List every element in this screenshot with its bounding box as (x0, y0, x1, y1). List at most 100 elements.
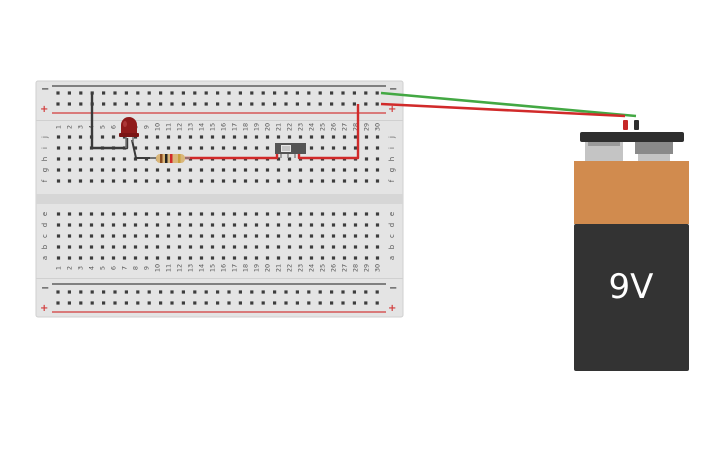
breadboard-hole[interactable] (254, 168, 259, 172)
breadboard-hole[interactable] (364, 212, 369, 216)
breadboard-hole[interactable] (375, 91, 379, 95)
breadboard-hole[interactable] (232, 179, 237, 183)
breadboard-hole[interactable] (254, 234, 259, 238)
breadboard-hole[interactable] (364, 135, 369, 139)
breadboard-hole[interactable] (331, 234, 336, 238)
breadboard-hole[interactable] (227, 290, 231, 294)
breadboard-hole[interactable] (364, 223, 369, 227)
breadboard-hole[interactable] (56, 234, 61, 238)
breadboard-hole[interactable] (124, 102, 128, 106)
breadboard-hole[interactable] (133, 212, 138, 216)
breadboard-hole[interactable] (341, 301, 345, 305)
breadboard-hole[interactable] (155, 223, 160, 227)
breadboard-hole[interactable] (204, 301, 208, 305)
breadboard-hole[interactable] (204, 290, 208, 294)
breadboard-hole[interactable] (330, 91, 334, 95)
breadboard-hole[interactable] (342, 212, 347, 216)
breadboard-hole[interactable] (166, 245, 171, 249)
breadboard-hole[interactable] (136, 102, 140, 106)
breadboard-hole[interactable] (287, 245, 292, 249)
breadboard-hole[interactable] (210, 168, 215, 172)
breadboard-hole[interactable] (111, 157, 116, 161)
breadboard-hole[interactable] (199, 179, 204, 183)
breadboard-hole[interactable] (320, 135, 325, 139)
breadboard-hole[interactable] (375, 168, 380, 172)
breadboard-hole[interactable] (375, 290, 379, 294)
breadboard-hole[interactable] (210, 256, 215, 260)
breadboard-hole[interactable] (295, 91, 299, 95)
breadboard-hole[interactable] (56, 290, 60, 294)
breadboard-hole[interactable] (298, 256, 303, 260)
breadboard-hole[interactable] (56, 91, 60, 95)
breadboard-hole[interactable] (353, 212, 358, 216)
breadboard-hole[interactable] (353, 146, 358, 150)
black-wire-led-cathode[interactable] (90, 93, 129, 150)
breadboard-hole[interactable] (276, 223, 281, 227)
breadboard-hole[interactable] (67, 234, 72, 238)
breadboard-hole[interactable] (177, 135, 182, 139)
breadboard-hole[interactable] (67, 290, 71, 294)
breadboard-hole[interactable] (287, 168, 292, 172)
breadboard-hole[interactable] (287, 135, 292, 139)
breadboard-hole[interactable] (89, 168, 94, 172)
breadboard-hole[interactable] (56, 301, 60, 305)
breadboard-hole[interactable] (188, 179, 193, 183)
breadboard-hole[interactable] (364, 245, 369, 249)
breadboard-hole[interactable] (287, 157, 292, 161)
breadboard-hole[interactable] (100, 135, 105, 139)
breadboard-hole[interactable] (342, 146, 347, 150)
breadboard-hole[interactable] (364, 234, 369, 238)
breadboard-hole[interactable] (238, 290, 242, 294)
breadboard-hole[interactable] (243, 234, 248, 238)
breadboard-hole[interactable] (78, 223, 83, 227)
breadboard-hole[interactable] (232, 212, 237, 216)
breadboard-hole[interactable] (342, 223, 347, 227)
breadboard-hole[interactable] (276, 234, 281, 238)
breadboard-hole[interactable] (276, 212, 281, 216)
breadboard-hole[interactable] (56, 256, 61, 260)
breadboard-hole[interactable] (210, 245, 215, 249)
breadboard-hole[interactable] (341, 91, 345, 95)
breadboard-hole[interactable] (238, 91, 242, 95)
breadboard-hole[interactable] (307, 91, 311, 95)
switch-slider[interactable] (281, 145, 291, 152)
breadboard-hole[interactable] (100, 256, 105, 260)
breadboard-hole[interactable] (331, 245, 336, 249)
breadboard-hole[interactable] (56, 168, 61, 172)
breadboard-hole[interactable] (133, 234, 138, 238)
breadboard-hole[interactable] (243, 168, 248, 172)
breadboard-hole[interactable] (284, 290, 288, 294)
breadboard-hole[interactable] (193, 301, 197, 305)
breadboard-hole[interactable] (287, 179, 292, 183)
breadboard-hole[interactable] (89, 223, 94, 227)
breadboard-hole[interactable] (159, 301, 163, 305)
breadboard-hole[interactable] (144, 234, 149, 238)
breadboard-hole[interactable] (265, 256, 270, 260)
breadboard-hole[interactable] (113, 290, 117, 294)
breadboard-hole[interactable] (375, 256, 380, 260)
breadboard-hole[interactable] (193, 91, 197, 95)
breadboard-hole[interactable] (238, 102, 242, 106)
breadboard-hole[interactable] (284, 301, 288, 305)
breadboard-hole[interactable] (166, 223, 171, 227)
red-wire-switch-rail[interactable] (297, 104, 360, 160)
breadboard-hole[interactable] (216, 102, 220, 106)
breadboard-hole[interactable] (238, 301, 242, 305)
breadboard-hole[interactable] (56, 245, 61, 249)
breadboard-hole[interactable] (78, 212, 83, 216)
breadboard-hole[interactable] (67, 157, 72, 161)
breadboard-hole[interactable] (221, 256, 226, 260)
breadboard-hole[interactable] (102, 91, 106, 95)
slide-switch[interactable] (275, 143, 306, 158)
breadboard-hole[interactable] (342, 179, 347, 183)
breadboard-hole[interactable] (122, 223, 127, 227)
breadboard-hole[interactable] (199, 146, 204, 150)
breadboard-hole[interactable] (100, 223, 105, 227)
breadboard-hole[interactable] (90, 290, 94, 294)
breadboard-hole[interactable] (221, 135, 226, 139)
breadboard-hole[interactable] (309, 135, 314, 139)
breadboard-hole[interactable] (250, 91, 254, 95)
breadboard-hole[interactable] (177, 256, 182, 260)
breadboard-hole[interactable] (375, 102, 379, 106)
breadboard-hole[interactable] (177, 234, 182, 238)
